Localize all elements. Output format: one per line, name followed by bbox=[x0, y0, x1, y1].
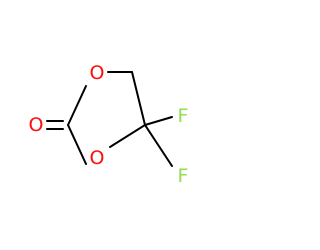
atom-o-ring-top: O bbox=[90, 62, 105, 84]
atom-labels: O O O F F bbox=[29, 62, 189, 187]
bond-o3-c2 bbox=[67, 124, 87, 165]
bond-c5-c4 bbox=[131, 71, 146, 126]
bond-c4-f-bottom bbox=[144, 124, 173, 167]
atom-f-bottom: F bbox=[178, 165, 189, 187]
bond-c2-o1 bbox=[67, 85, 87, 126]
molecule-diagram: O O O F F bbox=[29, 62, 189, 187]
bonds bbox=[46, 71, 173, 167]
molecule-structure-canvas: O O O F F bbox=[28, 62, 189, 187]
atom-f-top: F bbox=[178, 105, 189, 127]
bond-c4-o3 bbox=[109, 124, 146, 148]
atom-o-carbonyl: O bbox=[29, 114, 44, 136]
bond-c4-f-top bbox=[144, 116, 173, 126]
atom-o-ring-bottom: O bbox=[90, 147, 105, 169]
